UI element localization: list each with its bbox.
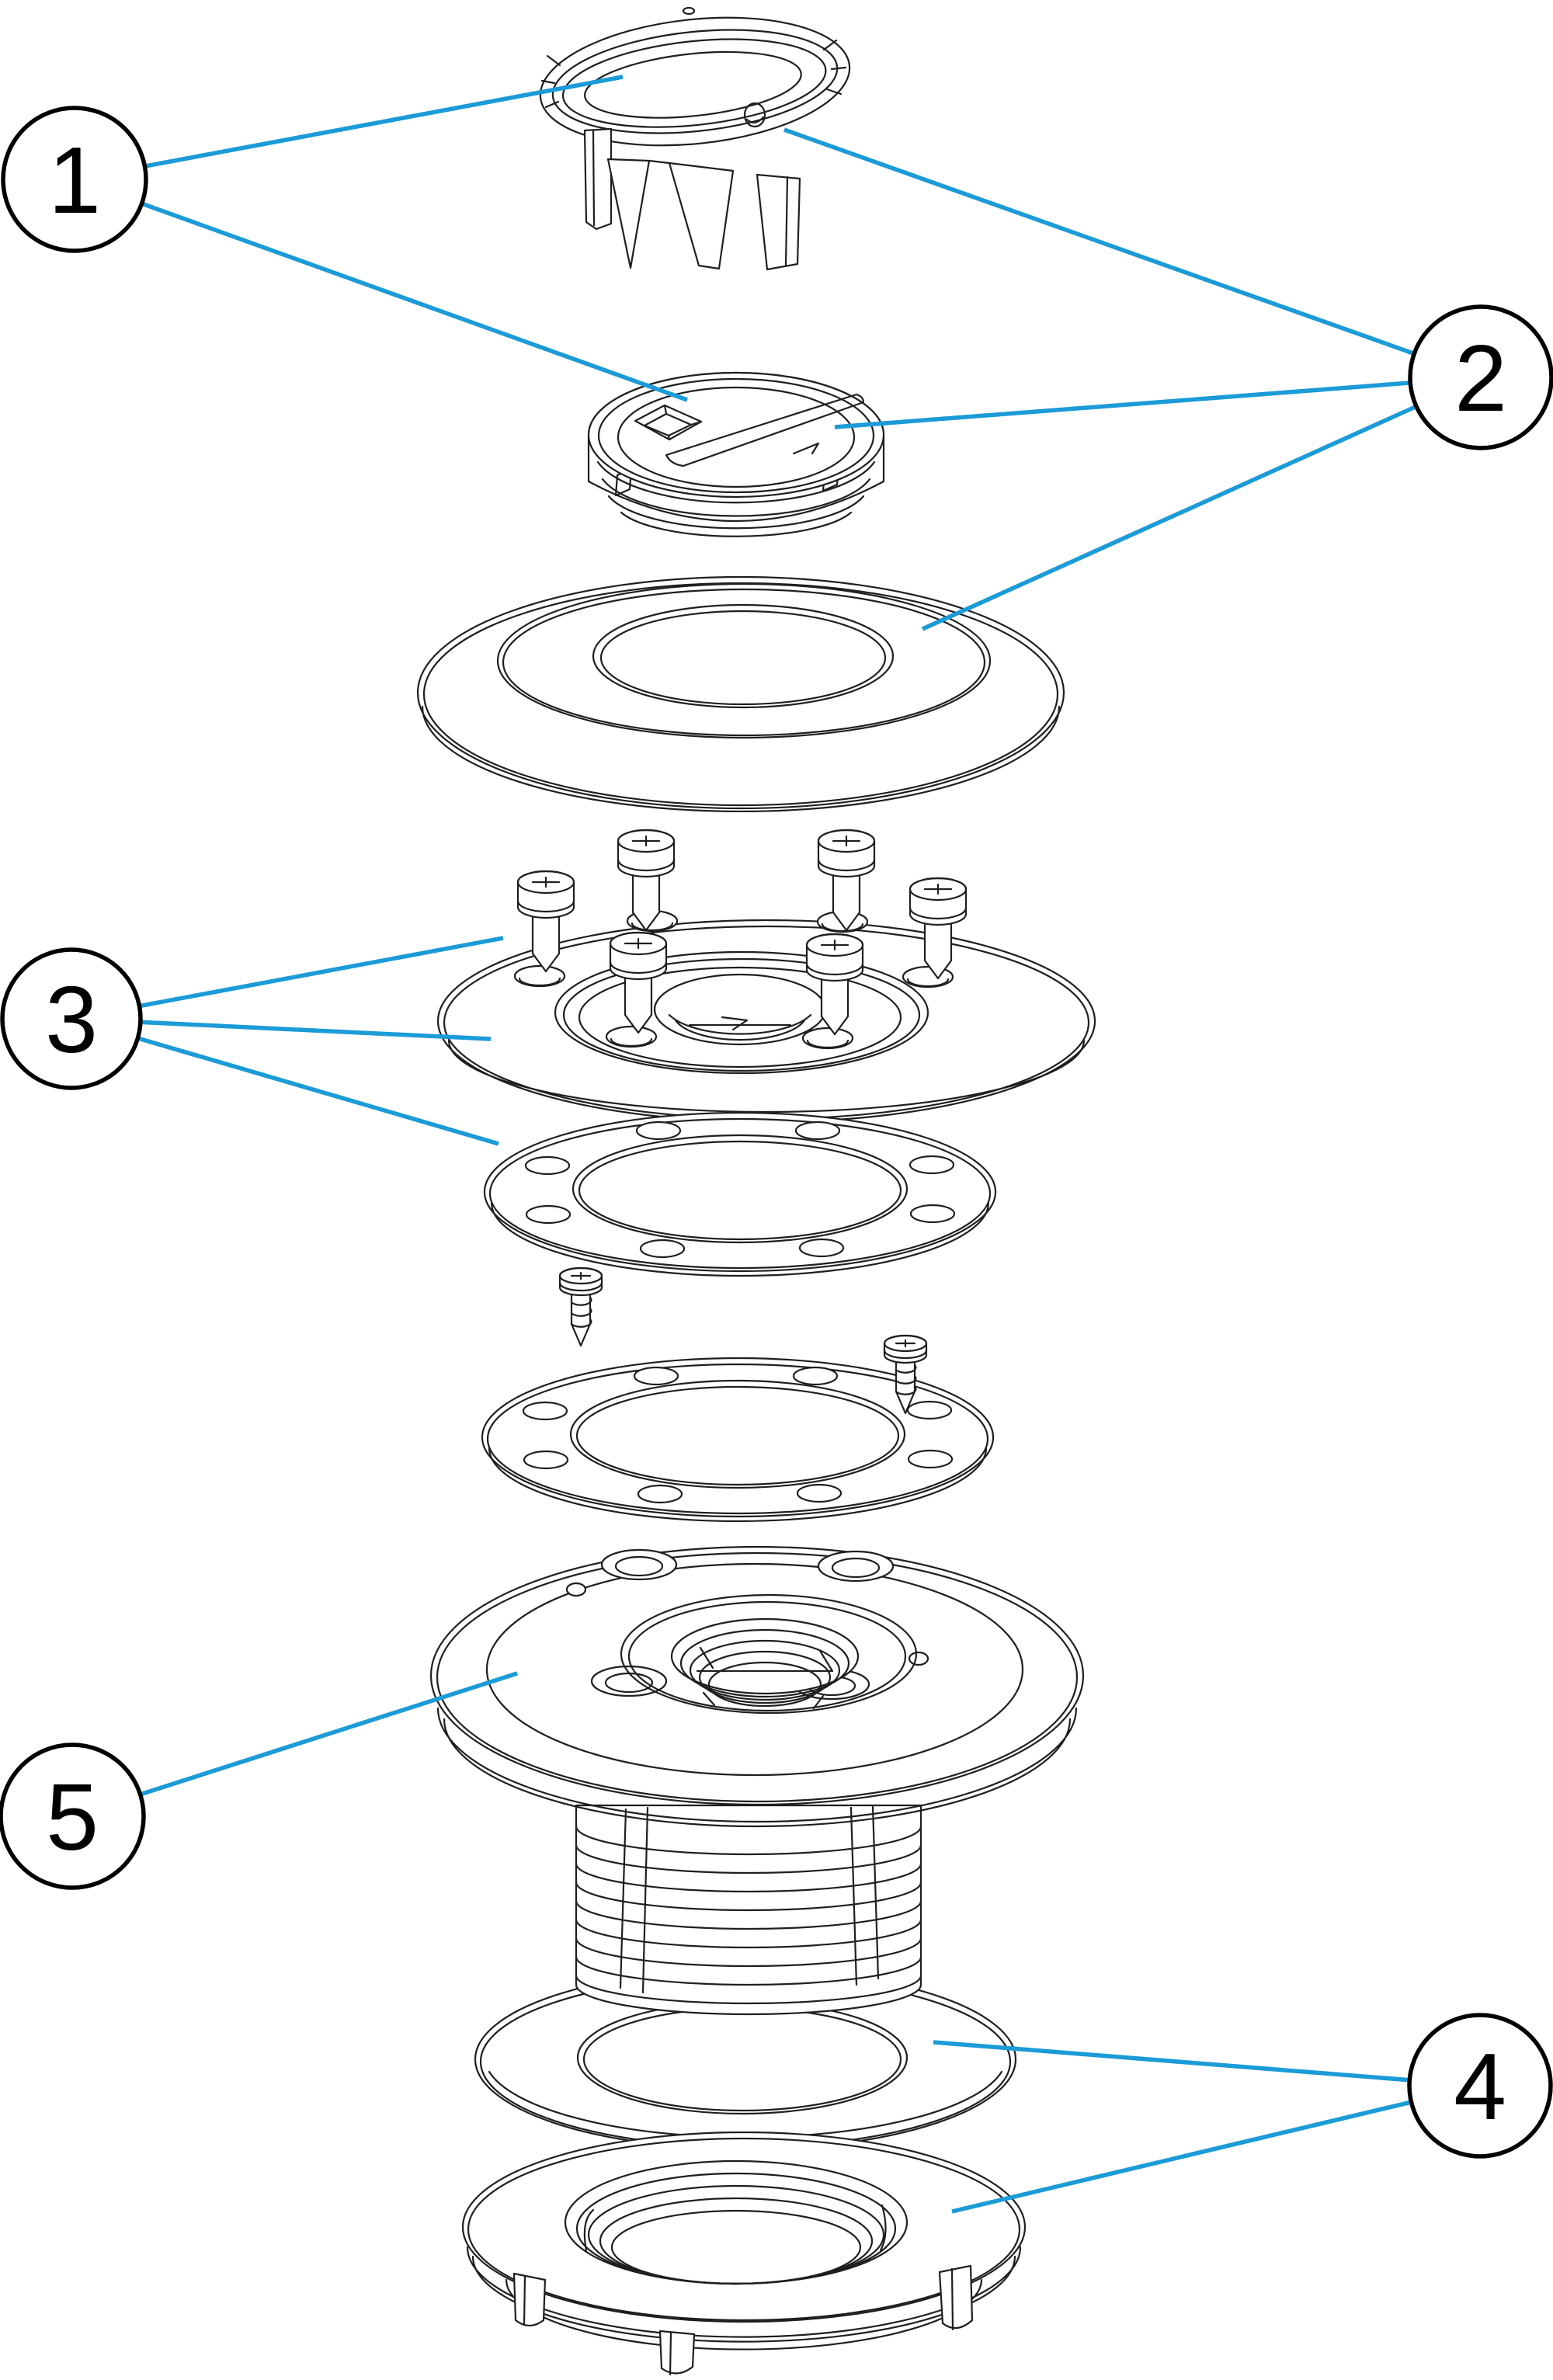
body-center-bore: [670, 1617, 860, 1695]
nut-tab: [938, 2264, 974, 2330]
flange-hole: [513, 964, 566, 988]
flange-edge-thickness: [447, 1039, 1086, 1114]
part-threaded-body-flange: [429, 1545, 1085, 1828]
key-notch: [682, 6, 696, 16]
leader-line-1-removal-key: [74, 75, 624, 182]
callout-balloon-3: [0, 947, 143, 1090]
part-threaded-plug: [587, 371, 885, 537]
callouts: 1 2 3 4 5: [0, 75, 1553, 2214]
part-lower-gasket: [481, 1357, 995, 1523]
leader-line-2-removal-key: [783, 127, 1482, 380]
key-prong-mid-right: [668, 162, 735, 270]
leader-line-4-bottom-gasket: [933, 2040, 1481, 2088]
callout-label-2: 2: [1454, 325, 1507, 431]
callout-balloon-4: [1407, 2013, 1553, 2159]
leader-line-4-lock-nut: [951, 2083, 1481, 2214]
callout-balloon-1: [1, 106, 148, 253]
leader-line-3-upper-gasket: [71, 1016, 499, 1146]
part-cover-lid: [416, 575, 1065, 813]
barrel-thread-grooves: [619, 1805, 880, 1994]
bore-thread-marks: [696, 1646, 834, 1710]
flange-hole: [801, 1027, 854, 1050]
plug-slot: [665, 393, 865, 467]
lid-edge-thickness: [421, 705, 1061, 813]
leader-line-2-threaded-plug: [834, 375, 1482, 429]
nut-thread-notches: [583, 2204, 887, 2252]
key-ring-outer: [539, 16, 851, 147]
part-screw-flange: [436, 829, 1096, 1124]
key-ring-opening: [584, 50, 802, 119]
leader-line-3-machine-screw: [71, 936, 504, 1021]
pilot-hole: [565, 1582, 587, 1597]
flange-hole: [605, 1025, 658, 1048]
leader-line-1-threaded-plug: [74, 177, 688, 402]
callout-balloon-5: [0, 1742, 146, 1890]
lid-outer-rim: [416, 575, 1065, 810]
nut-tab: [658, 2330, 696, 2375]
body-flange-thickness: [436, 1707, 1078, 1828]
nut-tab: [512, 2272, 547, 2327]
key-ring-facets: [540, 39, 847, 109]
key-hole: [743, 102, 766, 128]
tapping-screw-1: [558, 1266, 603, 1347]
part-upper-gasket: [483, 1111, 997, 1277]
leader-line-2-cover-lid: [921, 375, 1482, 631]
callout-label-5: 5: [46, 1764, 99, 1870]
callout-label-3: 3: [45, 967, 98, 1072]
key-prong-left: [583, 127, 613, 231]
part-lock-nut: [461, 2131, 1027, 2376]
callout-balloon-2: [1408, 304, 1553, 450]
key-prong-mid-left: [606, 158, 651, 269]
callout-label-4: 4: [1454, 2034, 1506, 2139]
key-prong-right: [756, 173, 801, 271]
plug-threads: [596, 460, 876, 537]
part-threaded-barrel: [575, 1804, 922, 2016]
leader-line-5-threaded-body: [71, 1671, 518, 1819]
callout-label-1: 1: [48, 127, 101, 233]
part-removal-key: [539, 6, 851, 271]
pilot-hole: [908, 1651, 929, 1666]
barrel-threads: [575, 1825, 922, 2005]
